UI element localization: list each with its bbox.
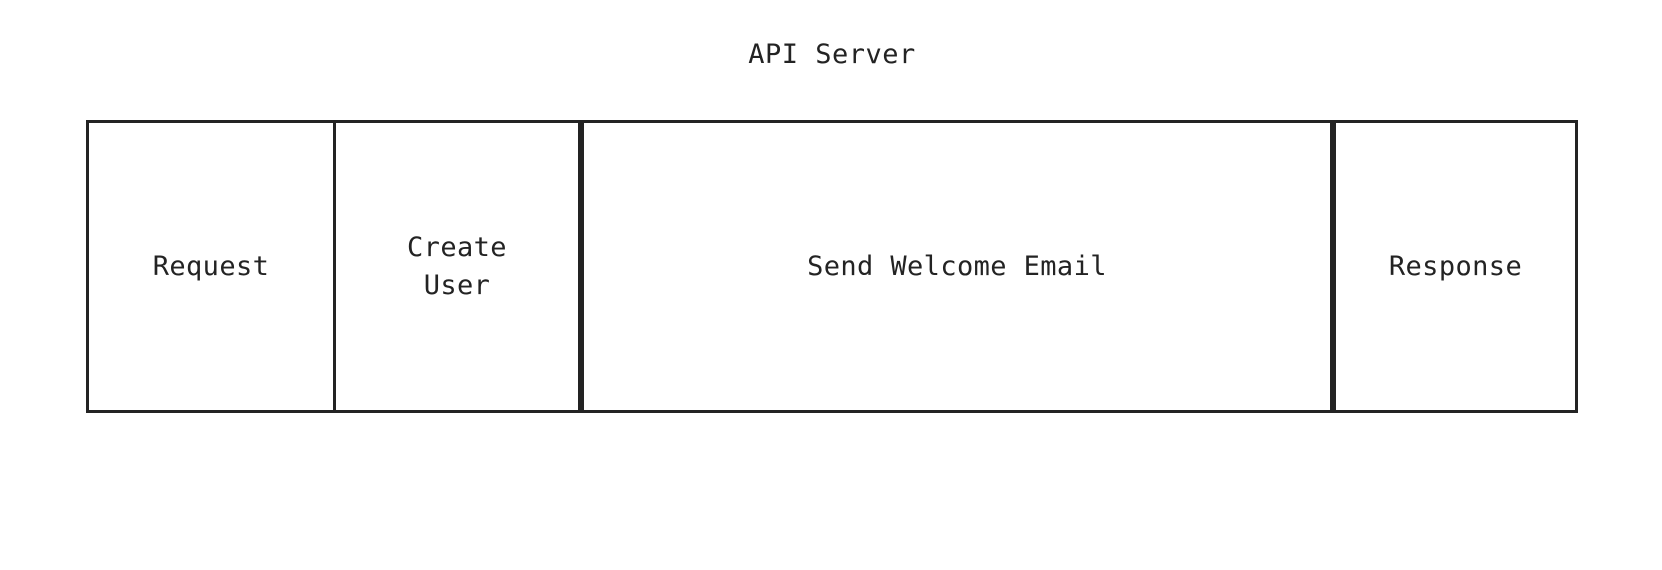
segment-send-welcome-email[interactable]: Send Welcome Email [578, 123, 1330, 410]
segment-response-label: Response [1388, 250, 1523, 282]
segment-response[interactable]: Response [1330, 123, 1575, 410]
segment-create-user-label: Create User [407, 231, 507, 301]
segment-request-label: Request [152, 250, 270, 282]
page-title: API Server [748, 39, 916, 70]
segment-send-welcome-email-label: Send Welcome Email [807, 250, 1107, 282]
segment-request[interactable]: Request [89, 123, 333, 410]
segment-create-user[interactable]: Create User [333, 123, 578, 410]
segmented-timeline-bar: Request Create User Send Welcome Email R… [86, 120, 1578, 413]
